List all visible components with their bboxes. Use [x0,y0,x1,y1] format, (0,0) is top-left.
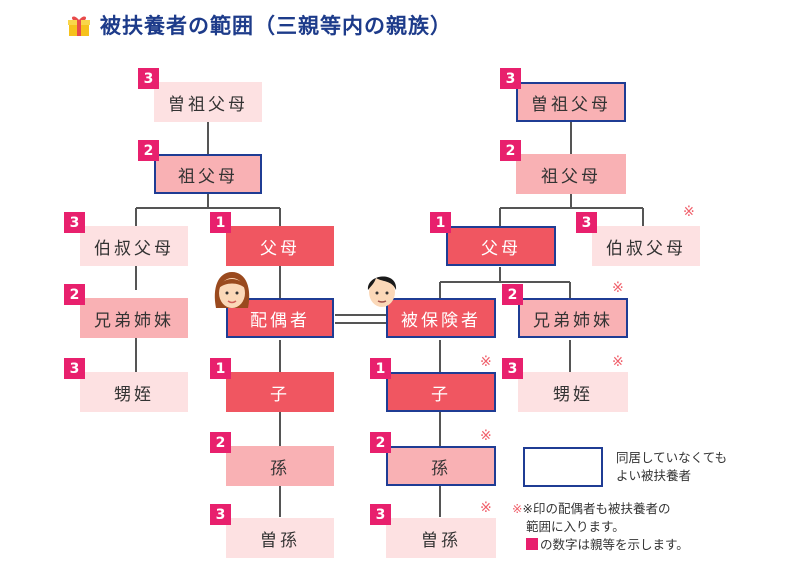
degree-badge: 2 [370,432,391,453]
insured-nephew-niece-box: 甥姪 [518,372,628,412]
insured-box: 被保険者 [386,298,496,338]
degree-badge: 3 [500,68,521,89]
degree-badge: 1 [370,358,391,379]
insured-grandchildren-box: 孫 [386,446,496,486]
spouse-nephew-niece-box: 甥姪 [80,372,188,412]
degree-badge: 3 [370,504,391,525]
degree-badge: 1 [430,212,451,233]
spouse-uncle-aunt-box: 伯叔父母 [80,226,188,266]
degree-badge: 3 [502,358,523,379]
grandchildren-box: 孫 [226,446,334,486]
woman-face-icon [210,268,254,314]
degree-badge: 2 [138,140,159,161]
spouse-siblings-box: 兄弟姉妹 [80,298,188,338]
insured-great-grandchildren-box: 曽孫 [386,518,496,558]
legend-sample-box [523,447,603,487]
insured-grandparents-box: 祖父母 [516,154,626,194]
degree-badge: 2 [210,432,231,453]
asterisk-mark: ※ [480,500,492,516]
insured-uncle-aunt-box: 伯叔父母 [592,226,700,266]
spouse-great-grandparents-box: 曽祖父母 [154,82,262,122]
degree-badge: 1 [210,212,231,233]
legend-notes: ※※印の配偶者も被扶養者の 範囲に入ります。 の数字は親等を示します。 [512,500,689,554]
man-face-icon [362,268,402,312]
spouse-grandparents-box: 祖父母 [154,154,262,194]
degree-badge: 2 [500,140,521,161]
children-box: 子 [226,372,334,412]
insured-parents-box: 父母 [446,226,556,266]
degree-badge: 3 [64,358,85,379]
asterisk-mark: ※ [612,354,624,370]
asterisk-mark: ※ [480,428,492,444]
degree-badge: 3 [64,212,85,233]
insured-siblings-box: 兄弟姉妹 [518,298,628,338]
asterisk-mark: ※ [612,280,624,296]
asterisk-mark: ※ [683,204,695,220]
great-grandchildren-box: 曽孫 [226,518,334,558]
degree-badge: 3 [576,212,597,233]
degree-badge: 2 [64,284,85,305]
degree-badge: 3 [138,68,159,89]
degree-badge: 3 [210,504,231,525]
spouse-parents-box: 父母 [226,226,334,266]
insured-children-box: 子 [386,372,496,412]
degree-badge: 1 [210,358,231,379]
asterisk-mark: ※ [480,354,492,370]
degree-color-swatch [526,538,538,550]
degree-badge: 2 [502,284,523,305]
insured-great-grandparents-box: 曽祖父母 [516,82,626,122]
legend-text: 同居していなくても よい被扶養者 [616,449,727,485]
